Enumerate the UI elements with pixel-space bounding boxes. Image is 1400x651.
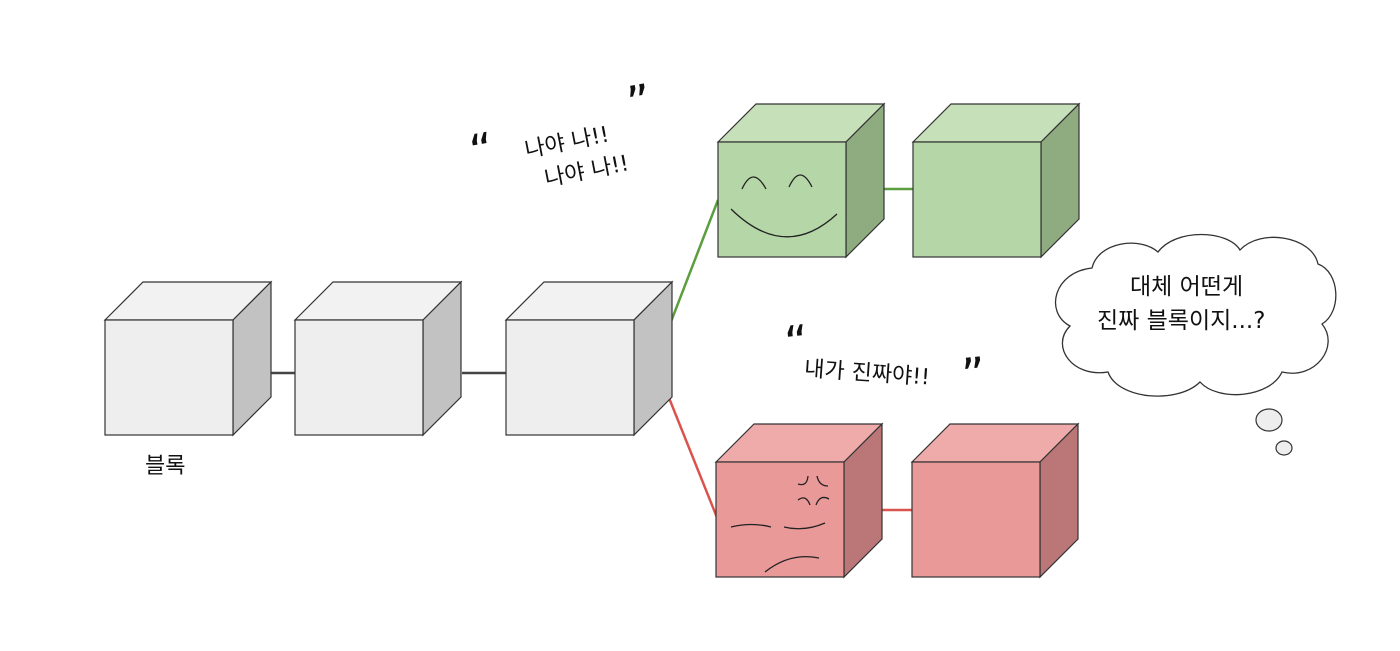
angry-mouth [764,555,820,573]
angry-right-brow [783,522,826,530]
green-block-2 [911,102,1081,259]
thought-line-2: 진짜 블록이지...? [1097,308,1265,334]
gray-block-3 [504,280,674,437]
anger-mark-icon [797,475,830,506]
thought-line-1: 대체 어떤게 [1130,274,1243,300]
green-quote-text: 나야 나!! 나야 나!! [523,122,631,192]
happy-smile [730,208,838,238]
angry-left-brow [730,523,772,528]
happy-right-eye [788,174,813,188]
thought-bubble-small [1275,440,1293,456]
thought-cloud: 대체 어떤게 진짜 블록이지...? [1054,233,1337,456]
red-quote-text: 내가 진짜야!! [803,357,930,391]
gray-block-2 [293,280,463,437]
red-block-2 [910,422,1080,579]
red-quote-close-mark: ” [959,347,988,403]
thought-bubble-large [1255,408,1283,432]
happy-left-eye [741,176,767,190]
green-quote-open-mark: “ [465,122,498,179]
block-label: 블록 [145,454,185,479]
gray-block-1 [103,280,273,437]
red-block-angry [714,422,884,579]
red-quote-open-mark: “ [782,314,811,370]
green-block-happy [716,102,886,259]
green-quote-close-mark: ” [623,73,656,130]
